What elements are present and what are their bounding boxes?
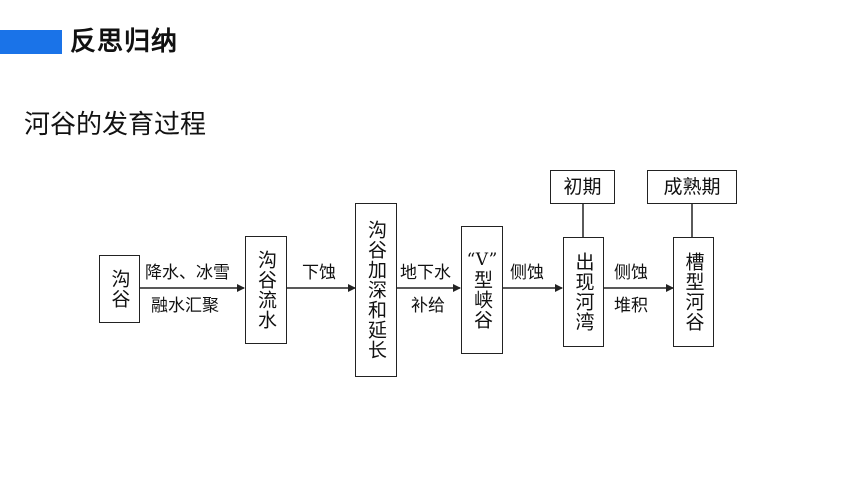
stage-box-v-canyon: “V” 型峡谷 [461,226,503,354]
arrow-label-lateral-erosion: 侧蚀 [510,263,544,283]
arrow-label-meltwater-gather: 融水汇聚 [151,296,219,316]
arrow-label-downcut: 下蚀 [302,263,336,283]
section-title: 反思归纳 [70,27,179,57]
v-shape-label: “V” [466,250,498,270]
phase-box-early: 初期 [550,170,615,204]
stage-box-gully: 沟谷 [99,255,140,323]
accent-bar [0,30,62,54]
arrow-label-recharge: 补给 [411,296,445,316]
arrow-label-precip-snow: 降水、冰雪 [145,263,230,283]
stage-box-gully-flow: 沟谷流水 [245,236,287,344]
arrow-label-deposition: 堆积 [614,296,648,316]
stage-box-deepen-extend: 沟谷加深和延长 [355,203,397,377]
phase-box-mature: 成熟期 [647,170,737,204]
arrow-label-lateral-erosion-2: 侧蚀 [614,263,648,283]
stage-box-meander: 出现河湾 [563,237,604,347]
diagram-subtitle: 河谷的发育过程 [24,110,207,140]
v-canyon-label: 型峡谷 [470,270,493,330]
stage-box-trough-valley: 槽型河谷 [673,237,714,347]
arrow-label-groundwater: 地下水 [400,263,451,283]
